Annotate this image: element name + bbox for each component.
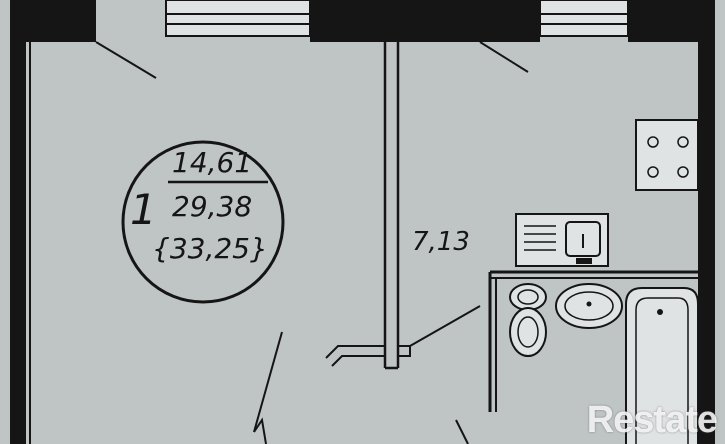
- wall-corner-line-right: [479, 41, 529, 73]
- bathroom-walls: [488, 270, 698, 412]
- stove-icon: [635, 119, 699, 191]
- top-wall-left: [10, 0, 96, 42]
- left-outer-wall: [10, 0, 26, 444]
- bathroom-door-line: [409, 305, 481, 347]
- lower-leader-line-left: [253, 331, 283, 433]
- toilet-icon: [509, 283, 547, 357]
- restate-watermark-logo: Restate: [586, 399, 718, 441]
- right-outer-wall: [698, 0, 715, 444]
- lower-leader-line-right: [455, 419, 469, 444]
- living-area-label: 14,61: [172, 146, 252, 179]
- partition-wall: [383, 42, 400, 370]
- top-wall-middle: [310, 0, 540, 42]
- washbasin-icon: [555, 283, 623, 329]
- total-area-with-balcony-label: {33,25}: [152, 232, 268, 265]
- wall-corner-line-left: [95, 41, 157, 79]
- bathtub-icon: [625, 287, 699, 444]
- room-number: 1: [130, 185, 157, 234]
- partition-wall-branch: [325, 345, 411, 367]
- total-area-label: 29,38: [172, 190, 252, 223]
- window-left: [165, 0, 311, 37]
- room-area-circle: [121, 140, 285, 304]
- lower-leader-hook: [253, 417, 267, 444]
- kitchen-sink-icon: [515, 213, 609, 267]
- kitchen-area-label: 7,13: [412, 227, 470, 257]
- window-right: [539, 0, 629, 37]
